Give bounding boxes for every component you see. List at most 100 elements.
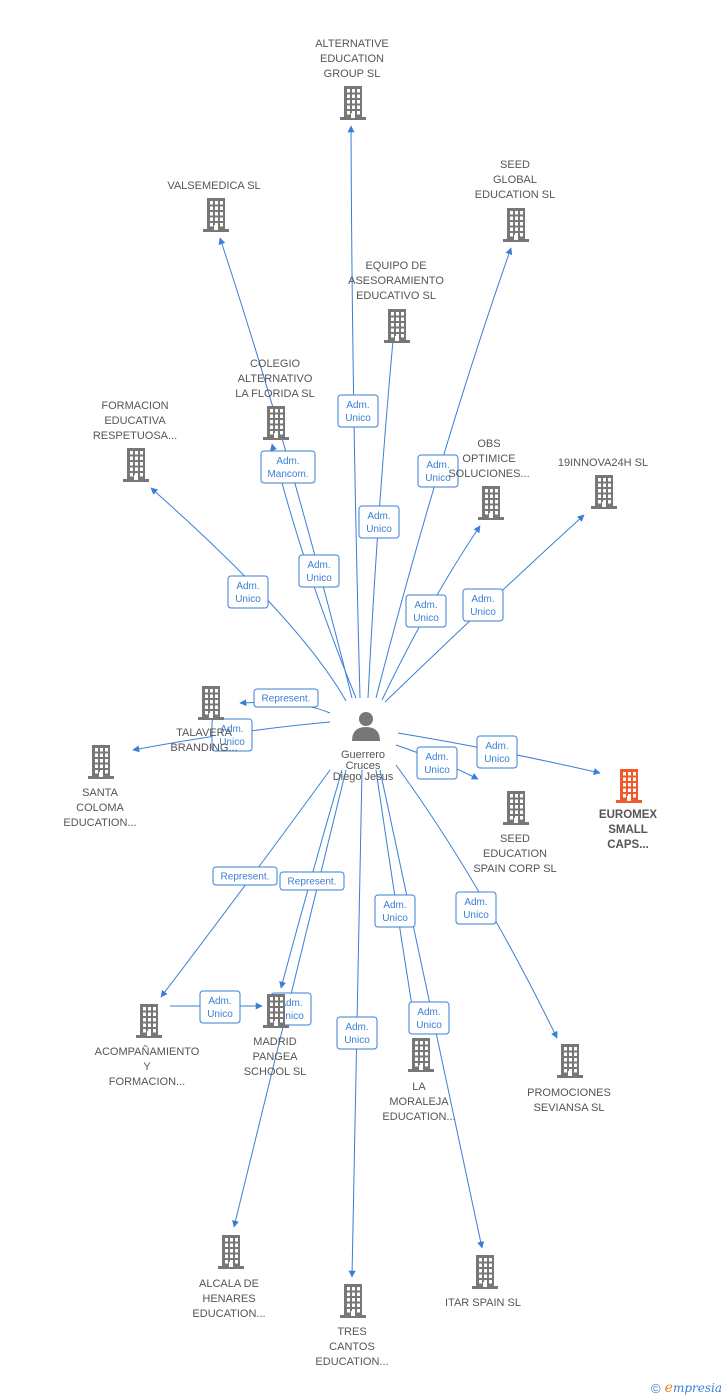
node-label[interactable]: EDUCATION bbox=[483, 848, 547, 860]
node-label[interactable]: LA bbox=[412, 1081, 426, 1093]
node-equipo[interactable]: EQUIPO DE ASESORAMIENTO EDUCATIVO SL bbox=[348, 260, 444, 343]
node-label[interactable]: ALTERNATIVE bbox=[315, 38, 389, 50]
node-acomp[interactable]: ACOMPAÑAMIENTO Y FORMACION... bbox=[95, 1004, 200, 1088]
node-alcala[interactable]: ALCALA DE HENARES EDUCATION... bbox=[192, 1235, 266, 1320]
edge-label-box[interactable] bbox=[212, 866, 278, 886]
node-label[interactable]: COLOMA bbox=[76, 802, 124, 814]
edge-label-seed_global[interactable]: Adm.Unico bbox=[417, 454, 459, 488]
node-talavera[interactable]: TALAVERA BRANDING... bbox=[170, 686, 238, 754]
edge-label-box[interactable] bbox=[416, 746, 458, 780]
node-madrid[interactable]: MADRID PANGEA SCHOOL SL bbox=[244, 994, 307, 1078]
edge-label-box[interactable] bbox=[417, 454, 459, 488]
node-label[interactable]: PROMOCIONES bbox=[527, 1087, 611, 1099]
edge-label-obs[interactable]: Adm.Unico bbox=[405, 594, 447, 628]
node-label[interactable]: SMALL bbox=[608, 824, 648, 836]
node-promociones[interactable]: PROMOCIONES SEVIANSA SL bbox=[527, 1044, 611, 1114]
edge-label-box[interactable] bbox=[408, 1001, 450, 1035]
edge-label-talavera[interactable]: Represent. bbox=[253, 688, 319, 708]
node-label[interactable]: TRES bbox=[337, 1326, 366, 1338]
node-label[interactable]: EUROMEX bbox=[599, 809, 657, 821]
node-santa[interactable]: SANTA COLOMA EDUCATION... bbox=[63, 745, 137, 829]
node-label[interactable]: BRANDING... bbox=[170, 742, 237, 754]
node-tres[interactable]: TRES CANTOS EDUCATION... bbox=[315, 1284, 389, 1368]
node-label[interactable]: EDUCATION bbox=[320, 53, 384, 65]
node-label[interactable]: EDUCATION SL bbox=[475, 189, 555, 201]
node-label[interactable]: ALCALA DE bbox=[199, 1278, 259, 1290]
node-label[interactable]: SEED bbox=[500, 159, 530, 171]
node-formacion[interactable]: FORMACION EDUCATIVA RESPETUOSA... bbox=[93, 400, 177, 482]
node-label[interactable]: SCHOOL SL bbox=[244, 1066, 307, 1078]
edge-label-equipo[interactable]: Adm.Unico bbox=[358, 505, 400, 539]
node-label[interactable]: TALAVERA bbox=[176, 727, 232, 739]
node-label[interactable]: MORALEJA bbox=[389, 1096, 449, 1108]
node-label[interactable]: HENARES bbox=[202, 1293, 255, 1305]
node-label[interactable]: FORMACION... bbox=[109, 1076, 185, 1088]
node-label[interactable]: OPTIMICE bbox=[462, 453, 515, 465]
node-label[interactable]: EDUCATIVO SL bbox=[356, 290, 436, 302]
node-label[interactable]: SOLUCIONES... bbox=[448, 468, 529, 480]
node-label[interactable]: GROUP SL bbox=[324, 68, 381, 80]
node-label[interactable]: VALSEMEDICA SL bbox=[167, 180, 260, 192]
node-label[interactable]: ITAR SPAIN SL bbox=[445, 1297, 521, 1309]
edge-label-acomp_madrid[interactable]: Adm.Unico bbox=[199, 990, 241, 1024]
edge-label-colegio[interactable]: Adm.Mancom. bbox=[260, 450, 316, 484]
edge-label-euromex[interactable]: Adm.Unico bbox=[476, 735, 518, 769]
edge-label-promociones[interactable]: Adm.Unico bbox=[455, 891, 497, 925]
node-label[interactable]: SEVIANSA SL bbox=[534, 1102, 605, 1114]
node-label[interactable]: EQUIPO DE bbox=[365, 260, 426, 272]
node-label[interactable]: 19INNOVA24H SL bbox=[558, 457, 648, 469]
node-label[interactable]: EDUCATIVA bbox=[104, 415, 166, 427]
node-label[interactable]: CANTOS bbox=[329, 1341, 375, 1353]
node-valsemedica[interactable]: VALSEMEDICA SL bbox=[167, 180, 261, 232]
edge-label-tres[interactable]: Adm.Unico bbox=[336, 1016, 378, 1050]
node-seed_global[interactable]: SEED GLOBAL EDUCATION SL bbox=[475, 159, 555, 242]
edge-label-box[interactable] bbox=[211, 718, 253, 752]
edge-label-box[interactable] bbox=[298, 554, 340, 588]
edge-label-alternative[interactable]: Adm.Unico bbox=[337, 394, 379, 428]
node-label[interactable]: ALTERNATIVO bbox=[238, 373, 313, 385]
edge-label-box[interactable] bbox=[405, 594, 447, 628]
edge-label-acomp[interactable]: Represent. bbox=[212, 866, 278, 886]
edge-label-box[interactable] bbox=[462, 588, 504, 622]
node-label[interactable]: FORMACION bbox=[101, 400, 168, 412]
node-label[interactable]: ASESORAMIENTO bbox=[348, 275, 444, 287]
node-euromex[interactable]: EUROMEX SMALL CAPS... bbox=[599, 769, 657, 851]
node-label[interactable]: EDUCATION... bbox=[315, 1356, 388, 1368]
edge-label-formacion[interactable]: Adm.Unico bbox=[227, 575, 269, 609]
edge-label-moraleja[interactable]: Adm.Unico bbox=[374, 894, 416, 928]
edge-label-box[interactable] bbox=[279, 871, 345, 891]
node-label[interactable]: ACOMPAÑAMIENTO bbox=[95, 1045, 200, 1058]
node-label[interactable]: EDUCATION... bbox=[382, 1111, 455, 1123]
footer-brand[interactable]: © empresia bbox=[651, 1380, 722, 1396]
edge-label-box[interactable] bbox=[253, 688, 319, 708]
node-innova[interactable]: 19INNOVA24H SL bbox=[558, 457, 648, 509]
node-label[interactable]: Y bbox=[143, 1061, 151, 1073]
edge-label-santa[interactable]: Adm.Unico bbox=[211, 718, 253, 752]
edge-label-seed_spain[interactable]: Adm.Unico bbox=[416, 746, 458, 780]
node-label[interactable]: EDUCATION... bbox=[192, 1308, 265, 1320]
edge-label-box[interactable] bbox=[374, 894, 416, 928]
edge-label-itar[interactable]: Adm.Unico bbox=[408, 1001, 450, 1035]
edge-label-box[interactable] bbox=[260, 450, 316, 484]
node-label[interactable]: RESPETUOSA... bbox=[93, 430, 177, 442]
edge-label-box[interactable] bbox=[476, 735, 518, 769]
edge-label-box[interactable] bbox=[455, 891, 497, 925]
node-label[interactable]: LA FLORIDA SL bbox=[235, 388, 314, 400]
edge-label-innova[interactable]: Adm.Unico bbox=[462, 588, 504, 622]
node-moraleja[interactable]: LA MORALEJA EDUCATION... bbox=[382, 1038, 456, 1123]
node-label[interactable]: MADRID bbox=[253, 1036, 296, 1048]
node-label[interactable]: SANTA bbox=[82, 787, 119, 799]
node-itar[interactable]: ITAR SPAIN SL bbox=[445, 1255, 521, 1309]
edge-label-valsemedica[interactable]: Adm.Unico bbox=[298, 554, 340, 588]
node-label[interactable]: OBS bbox=[477, 438, 500, 450]
edge-label-madrid[interactable]: Represent. bbox=[279, 871, 345, 891]
node-label[interactable]: CAPS... bbox=[607, 839, 649, 851]
node-label[interactable]: PANGEA bbox=[252, 1051, 298, 1063]
edge-label-box[interactable] bbox=[358, 505, 400, 539]
edge-label-box[interactable] bbox=[336, 1016, 378, 1050]
node-label[interactable]: GLOBAL bbox=[493, 174, 537, 186]
node-label[interactable]: SPAIN CORP SL bbox=[473, 863, 556, 875]
node-label[interactable]: EDUCATION... bbox=[63, 817, 136, 829]
